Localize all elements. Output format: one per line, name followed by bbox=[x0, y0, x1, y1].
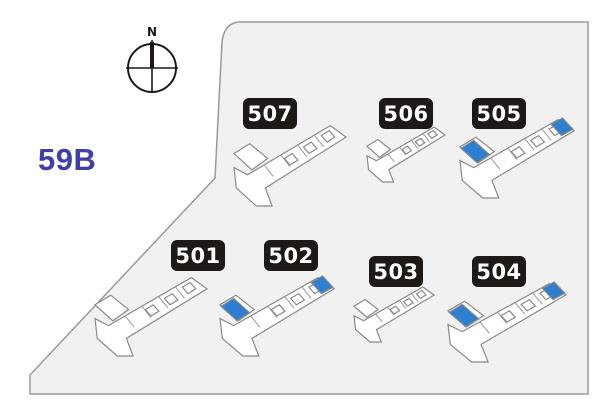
building-core bbox=[510, 146, 526, 159]
unit-divider bbox=[267, 306, 278, 318]
building-core bbox=[302, 141, 318, 155]
building-footprint-506[interactable] bbox=[366, 126, 447, 183]
building-footprint-501[interactable] bbox=[93, 276, 209, 357]
unit-divider bbox=[524, 138, 535, 151]
unit-divider bbox=[297, 145, 308, 158]
unit-divider bbox=[411, 140, 419, 149]
highlighted-unit bbox=[541, 281, 566, 301]
unit-divider bbox=[175, 286, 185, 299]
unit-divider bbox=[263, 164, 274, 177]
highlighted-unit bbox=[460, 139, 491, 164]
unit-divider bbox=[422, 133, 430, 142]
building-core bbox=[389, 305, 401, 315]
building-label-502[interactable]: 502 bbox=[264, 240, 318, 271]
unit-divider bbox=[314, 135, 324, 148]
unit-divider bbox=[158, 296, 169, 309]
unit-divider bbox=[387, 153, 395, 163]
building-core bbox=[529, 134, 546, 148]
building-core bbox=[163, 292, 179, 306]
building-label-506[interactable]: 506 bbox=[379, 98, 433, 129]
building-label-507[interactable]: 507 bbox=[243, 98, 297, 129]
highlighted-unit bbox=[448, 303, 480, 328]
building-stub bbox=[93, 294, 130, 322]
highlighted-unit bbox=[310, 275, 334, 295]
unit-divider bbox=[124, 315, 135, 328]
unit-divider bbox=[411, 293, 419, 302]
unit-divider bbox=[507, 148, 518, 160]
building-stub bbox=[352, 298, 380, 319]
building-label-501[interactable]: 501 bbox=[171, 240, 225, 271]
building-footprint-502[interactable] bbox=[218, 275, 336, 357]
building-label-504[interactable]: 504 bbox=[472, 256, 526, 287]
unit-divider bbox=[141, 306, 152, 318]
unit-divider bbox=[284, 296, 295, 309]
unit-divider bbox=[541, 128, 552, 141]
building-core bbox=[500, 310, 517, 323]
unit-divider bbox=[301, 286, 312, 299]
building-footprints bbox=[93, 117, 576, 363]
building-stub bbox=[233, 142, 269, 171]
unit-divider bbox=[399, 300, 407, 309]
building-footprint-507[interactable] bbox=[233, 124, 348, 207]
building-footprint-503[interactable] bbox=[352, 286, 436, 343]
compass-north-label: N bbox=[147, 25, 157, 39]
unit-divider bbox=[280, 154, 291, 167]
unit-divider bbox=[250, 315, 261, 328]
building-label-505[interactable]: 505 bbox=[472, 98, 526, 129]
highlighted-unit bbox=[220, 297, 251, 322]
building-core bbox=[289, 292, 306, 306]
unit-divider bbox=[490, 157, 501, 170]
building-core bbox=[181, 281, 197, 295]
building-label-503[interactable]: 503 bbox=[369, 256, 423, 287]
building-core bbox=[520, 298, 537, 312]
building-core bbox=[414, 137, 426, 147]
unit-divider bbox=[514, 302, 526, 315]
building-core bbox=[426, 129, 439, 140]
building-core bbox=[401, 145, 413, 155]
building-core bbox=[270, 304, 286, 317]
building-footprint-505[interactable] bbox=[458, 117, 576, 199]
unit-divider bbox=[375, 313, 383, 323]
building-footprint-504[interactable] bbox=[446, 281, 568, 363]
unit-divider bbox=[532, 292, 543, 305]
building-core bbox=[144, 304, 160, 317]
building-wing bbox=[233, 124, 348, 207]
highlighted-unit bbox=[550, 117, 574, 137]
building-core bbox=[415, 289, 427, 300]
unit-divider bbox=[497, 312, 508, 324]
building-core bbox=[283, 152, 299, 166]
site-title: 59B bbox=[38, 142, 97, 177]
compass-icon: N bbox=[126, 25, 178, 93]
building-core bbox=[402, 297, 415, 307]
building-core bbox=[320, 129, 336, 143]
building-stub bbox=[366, 138, 392, 159]
unit-divider bbox=[479, 321, 490, 334]
